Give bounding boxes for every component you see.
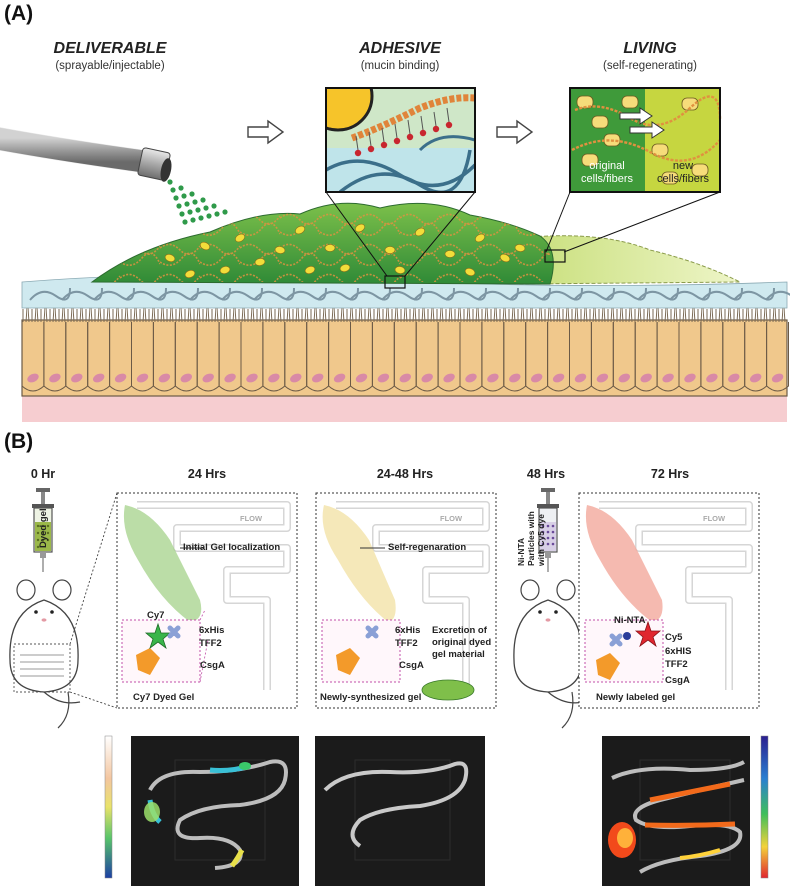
epithelial-cells	[21, 322, 789, 392]
label-tff2: TFF2	[665, 659, 688, 670]
star-icon	[144, 622, 172, 650]
label-csga: CsgA	[399, 660, 424, 671]
gel-bacteria	[164, 223, 526, 279]
mouse-icon	[513, 579, 585, 729]
callout-self-regeneration: Self-regenaration	[388, 542, 467, 553]
timepoint-24-48h: 24-48 Hrs	[376, 467, 434, 481]
fluorescence-image-24-48h	[315, 736, 485, 886]
caption-cy7-dyed-gel: Cy7 Dyed Gel	[133, 692, 195, 703]
panel-a: original cells/fibers new cells/fibers	[0, 87, 790, 422]
flow-label: FLOW	[240, 514, 263, 523]
cilia-layer	[22, 306, 787, 322]
stage-title-living: LIVING	[623, 40, 677, 57]
arrow-right-icon	[496, 119, 534, 145]
label-csga: CsgA	[665, 675, 690, 686]
stage-subtitle-living: (self-regenerating)	[603, 60, 697, 72]
excretion-line-3: gel material	[432, 649, 485, 660]
adhesive-inset	[325, 87, 476, 193]
label-tff2: TFF2	[395, 638, 418, 649]
label-cy7: Cy7	[147, 610, 165, 621]
fluorescence-image-24h	[131, 736, 299, 886]
label-cy5: Cy5	[665, 632, 683, 643]
flow-label: FLOW	[703, 514, 726, 523]
star-icon	[634, 620, 662, 648]
label-6xhis: 6xHIS	[665, 646, 692, 657]
timepoint-24h: 24 Hrs	[187, 467, 227, 481]
panel-b-label: (B)	[4, 430, 34, 453]
stage-subtitle-adhesive: (mucin binding)	[360, 60, 440, 72]
syringe-label-ni-nta: Ni-NTA Particles with with Cy5 dye	[516, 511, 546, 566]
timepoint-0h: 0 Hr	[30, 467, 56, 481]
mouse-icon	[9, 579, 81, 729]
arrow-right-icon	[629, 121, 665, 139]
living-right-line2: cells/fibers	[657, 173, 709, 185]
callout-initial-gel: Initial Gel localization	[183, 542, 281, 553]
arrow-right-icon	[619, 107, 653, 125]
label-tff2: TFF2	[199, 638, 222, 649]
stage-title-deliverable: DELIVERABLE	[53, 40, 167, 57]
nozzle-opening	[160, 158, 172, 182]
timepoint-48h: 48 Hrs	[526, 467, 566, 481]
lamina-layer	[22, 392, 787, 422]
panel-b	[9, 488, 769, 886]
mucin-network	[29, 287, 790, 301]
arrow-right-icon	[247, 119, 285, 145]
label-6xhis: 6xHis	[199, 625, 225, 636]
panel-a-label: (A)	[4, 2, 34, 25]
spray-hose	[0, 127, 150, 173]
caption-newly-synthesized: Newly-synthesized gel	[320, 692, 422, 703]
living-right-line1: new	[673, 160, 693, 172]
syringe-icon	[537, 488, 559, 572]
spray-droplets	[167, 179, 228, 225]
excreted-gel	[421, 679, 475, 701]
excretion-line-1: Excretion of	[432, 625, 487, 636]
excretion-line-2: original dyed	[432, 637, 492, 648]
living-left-line1: original	[589, 160, 624, 172]
box-72h	[578, 492, 760, 709]
syringe-label-dyed-gel: Dyed gel	[38, 508, 49, 548]
zoom-marker	[384, 275, 406, 289]
timepoint-72h: 72 Hrs	[650, 467, 690, 481]
label-csga: CsgA	[200, 660, 225, 671]
caption-newly-labeled: Newly labeled gel	[596, 692, 676, 703]
label-ni-nta: Ni-NTA	[614, 615, 646, 626]
flow-label: FLOW	[440, 514, 463, 523]
stage-subtitle-deliverable: (sprayable/injectable)	[55, 60, 165, 72]
living-inset: original cells/fibers new cells/fibers	[569, 87, 722, 193]
living-left-line2: cells/fibers	[581, 173, 633, 185]
stage-title-adhesive: ADHESIVE	[359, 40, 441, 57]
epithelial-layer	[21, 319, 788, 397]
colorbar-24h	[104, 735, 113, 879]
label-6xhis: 6xHis	[395, 625, 421, 636]
box-24h	[116, 492, 298, 709]
box-24-48h	[315, 492, 497, 709]
fluorescence-image-72h	[602, 736, 750, 886]
zoom-marker	[544, 249, 566, 263]
syringe-icon	[32, 488, 54, 572]
colorbar-72h	[760, 735, 769, 879]
